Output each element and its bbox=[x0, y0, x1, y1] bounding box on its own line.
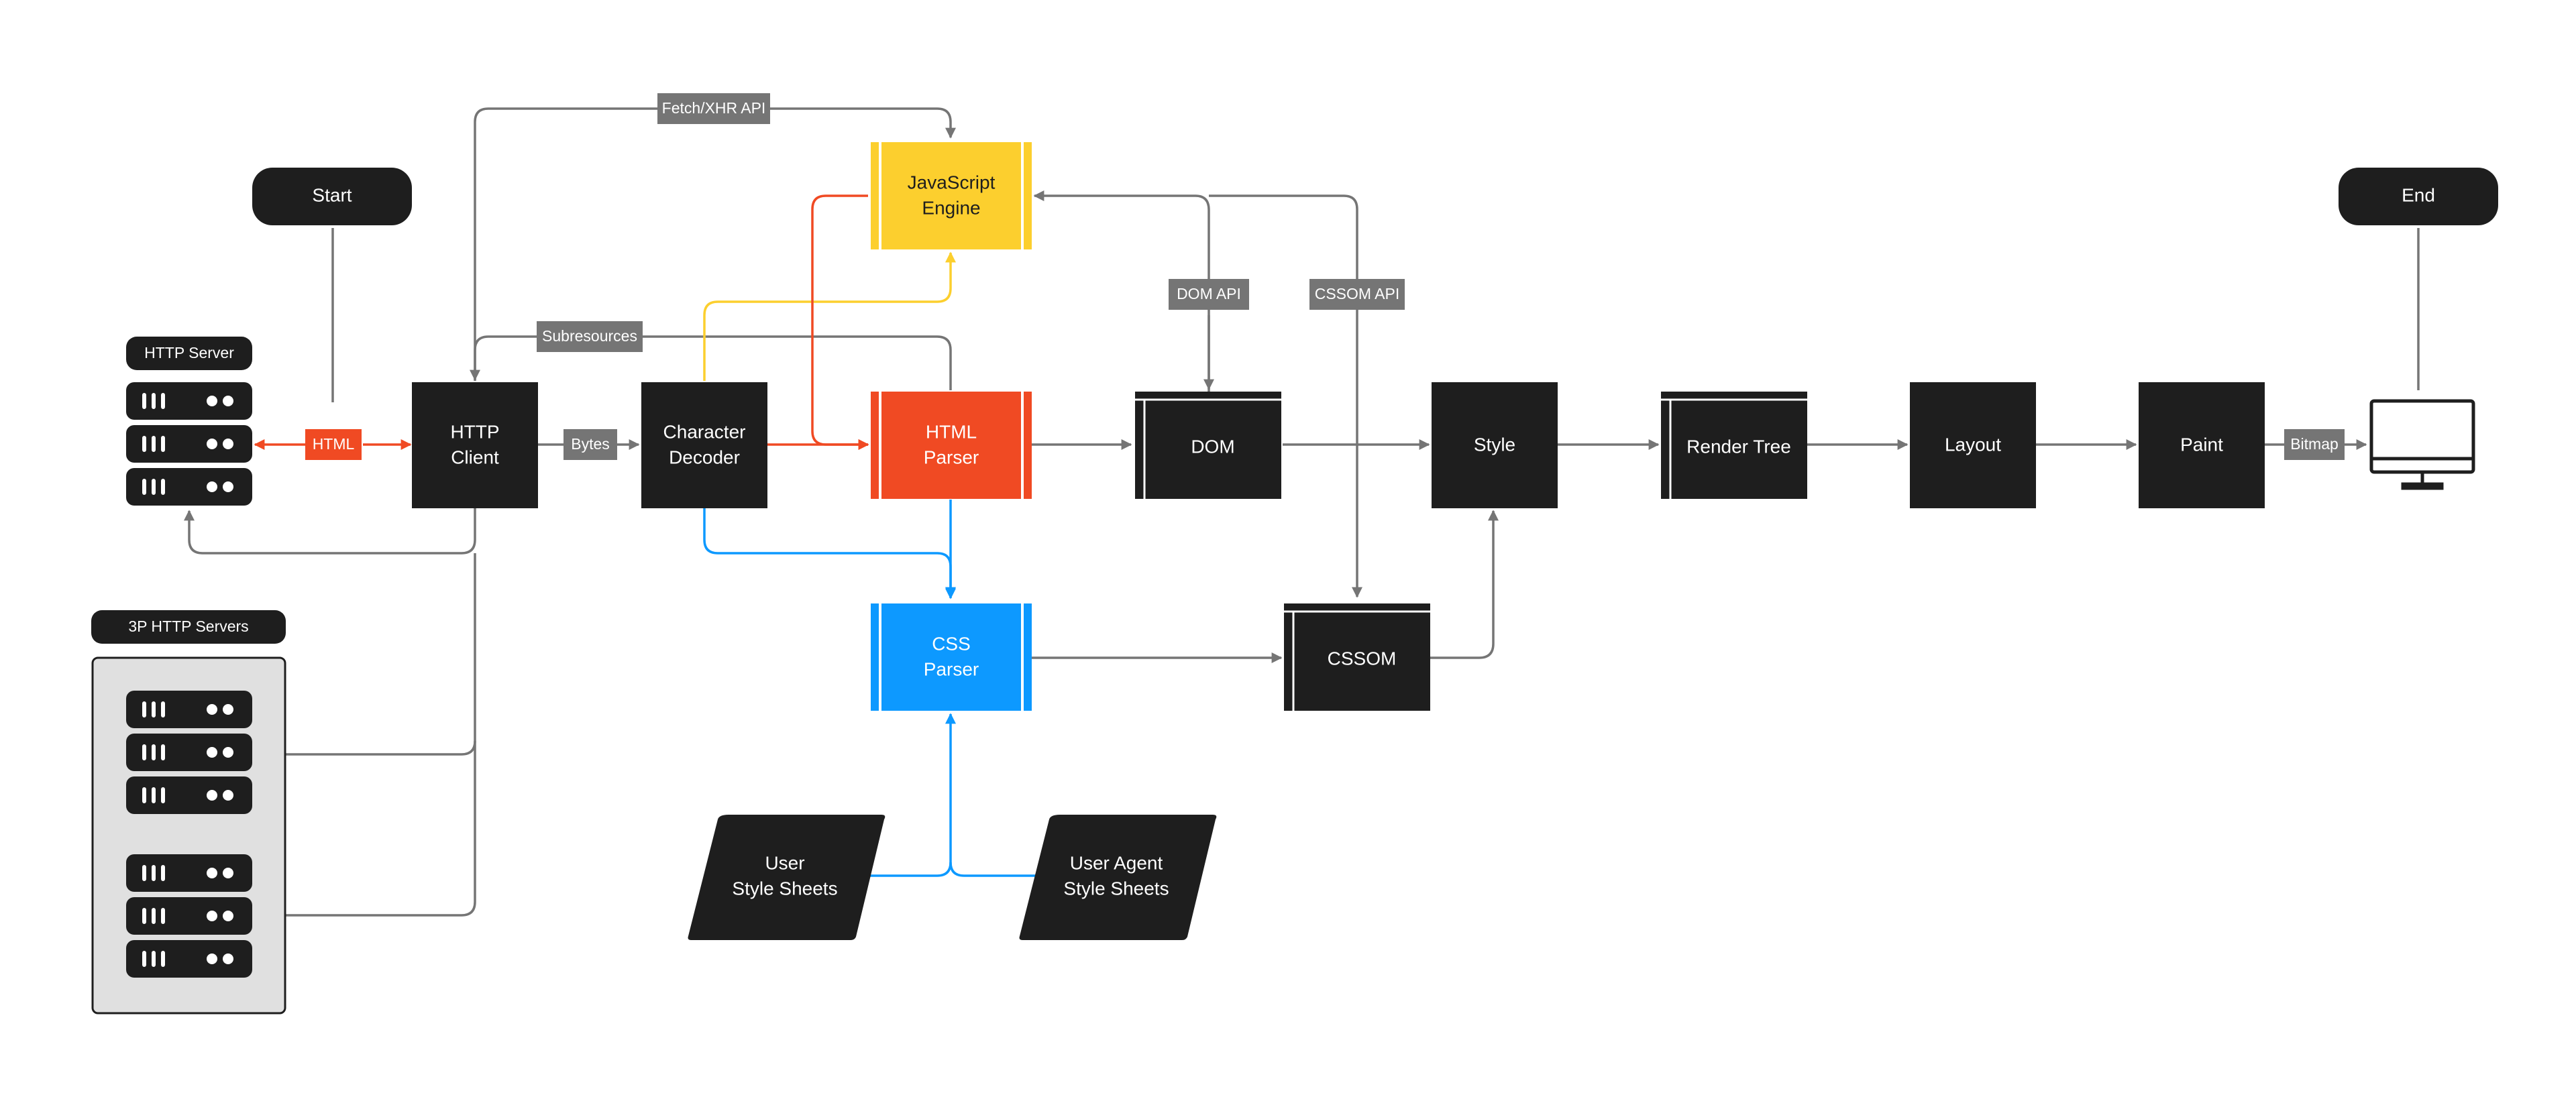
client-to-3p-b-connector bbox=[254, 741, 476, 921]
edge-label-bytes: Bytes bbox=[564, 429, 617, 460]
dom-node: DOM bbox=[1135, 392, 1281, 499]
server-rack-icon bbox=[126, 734, 252, 771]
svg-text:JavaScript: JavaScript bbox=[908, 172, 996, 192]
svg-text:Decoder: Decoder bbox=[669, 447, 740, 467]
server-rack-icon bbox=[126, 897, 252, 935]
cssom-to-style-connector bbox=[1430, 510, 1499, 659]
cssom-node: CSSOM bbox=[1284, 603, 1430, 711]
svg-text:Subresources: Subresources bbox=[542, 327, 637, 345]
javascript-engine-node: JavaScript Engine bbox=[871, 142, 1032, 249]
server-rack-icon bbox=[126, 382, 252, 420]
paint-node: Paint bbox=[2139, 382, 2265, 508]
svg-text:Bitmap: Bitmap bbox=[2290, 435, 2339, 453]
subresources-connector bbox=[470, 335, 952, 390]
render-tree-node: Render Tree bbox=[1661, 392, 1807, 499]
client-to-server-return-connector bbox=[184, 508, 476, 555]
svg-text:DOM API: DOM API bbox=[1177, 285, 1241, 302]
edge-label-subresources: Subresources bbox=[537, 321, 643, 352]
svg-text:CSSOM API: CSSOM API bbox=[1315, 285, 1400, 302]
style-node: Style bbox=[1432, 382, 1558, 508]
cssom-api-connector bbox=[1209, 194, 1362, 598]
svg-text:DOM: DOM bbox=[1191, 436, 1234, 457]
svg-text:HTML: HTML bbox=[313, 435, 355, 453]
end-label: End bbox=[2402, 184, 2435, 205]
svg-text:Character: Character bbox=[663, 421, 746, 442]
decoder-to-js-connector bbox=[703, 251, 956, 381]
svg-text:HTML: HTML bbox=[926, 421, 977, 442]
server-rack-icon bbox=[126, 468, 252, 506]
edge-label-fetch-xhr-api: Fetch/XHR API bbox=[657, 93, 770, 124]
connectors bbox=[184, 107, 2420, 921]
http-server-tag bbox=[126, 337, 252, 370]
server-rack-icon bbox=[126, 691, 252, 728]
svg-text:HTTP: HTTP bbox=[450, 421, 499, 442]
edge-label-dom-api: DOM API bbox=[1169, 279, 1249, 310]
edge-label-bitmap: Bitmap bbox=[2284, 429, 2345, 460]
svg-text:Layout: Layout bbox=[1945, 434, 2001, 455]
svg-text:Client: Client bbox=[451, 447, 499, 467]
start-label: Start bbox=[312, 184, 352, 205]
user-style-sheets-node: User Style Sheets bbox=[688, 815, 885, 940]
svg-text:Parser: Parser bbox=[924, 658, 979, 679]
html-parser-node: HTML Parser bbox=[871, 392, 1032, 499]
http-server-label: HTTP Server bbox=[144, 344, 234, 361]
end-terminal: End bbox=[2339, 168, 2498, 225]
svg-text:User Agent: User Agent bbox=[1070, 852, 1163, 873]
svg-text:Parser: Parser bbox=[924, 447, 979, 467]
server-rack-icon bbox=[126, 940, 252, 978]
svg-text:User: User bbox=[765, 852, 804, 873]
layout-node: Layout bbox=[1910, 382, 2036, 508]
http-client-node: HTTP Client bbox=[412, 382, 538, 508]
svg-text:Style: Style bbox=[1474, 434, 1515, 455]
svg-text:Fetch/XHR API: Fetch/XHR API bbox=[662, 99, 766, 117]
css-parser-node: CSS Parser bbox=[871, 603, 1032, 711]
user-agent-style-sheets-node: User Agent Style Sheets bbox=[1019, 815, 1217, 940]
svg-text:CSS: CSS bbox=[932, 633, 971, 654]
svg-text:Style Sheets: Style Sheets bbox=[732, 878, 837, 899]
start-terminal: Start bbox=[252, 168, 412, 225]
server-rack-icon bbox=[126, 425, 252, 463]
third-party-servers: 3P HTTP Servers bbox=[91, 610, 286, 1015]
ua-sheets-to-css-connector bbox=[949, 862, 1042, 877]
third-party-label: 3P HTTP Servers bbox=[128, 618, 248, 635]
edge-label-html: HTML bbox=[305, 429, 362, 460]
js-to-parser-connector bbox=[811, 194, 869, 450]
monitor-icon bbox=[2369, 399, 2475, 490]
client-to-3p-connector bbox=[254, 553, 476, 760]
svg-text:Engine: Engine bbox=[922, 197, 980, 218]
dom-api-connector bbox=[1033, 190, 1210, 392]
decoder-to-css-connector bbox=[703, 508, 956, 599]
server-rack-icon bbox=[126, 776, 252, 814]
server-rack-icon bbox=[126, 854, 252, 892]
svg-text:Style Sheets: Style Sheets bbox=[1063, 878, 1169, 899]
character-decoder-node: Character Decoder bbox=[641, 382, 767, 508]
svg-text:Paint: Paint bbox=[2180, 434, 2223, 455]
svg-text:Render Tree: Render Tree bbox=[1686, 436, 1791, 457]
edge-label-cssom-api: CSSOM API bbox=[1309, 279, 1405, 310]
svg-text:Bytes: Bytes bbox=[571, 435, 610, 453]
svg-text:CSSOM: CSSOM bbox=[1328, 648, 1397, 669]
third-party-tag bbox=[91, 610, 286, 644]
http-server: HTTP Server bbox=[126, 337, 252, 506]
